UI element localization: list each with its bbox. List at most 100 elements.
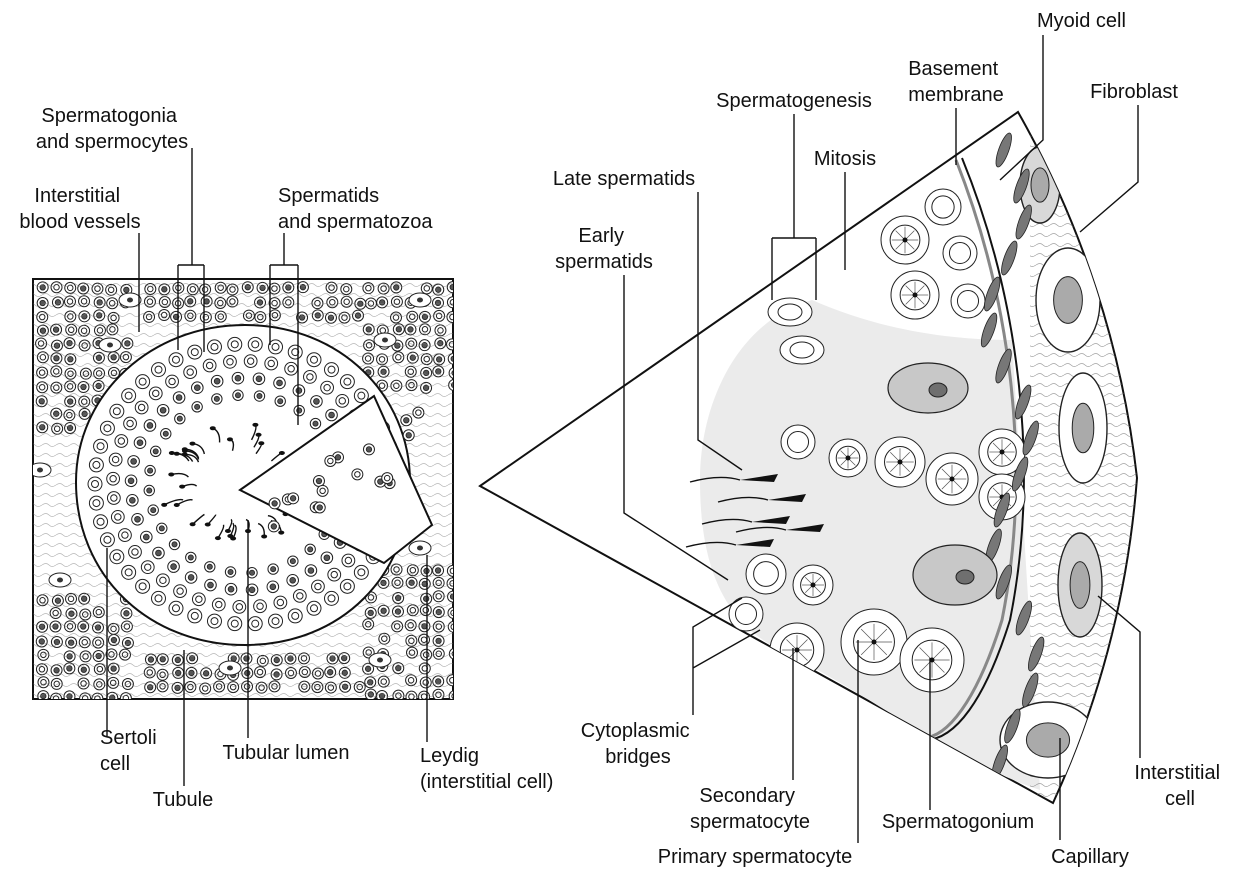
cell-nucleus <box>403 417 410 424</box>
spermatid-tail <box>685 541 737 548</box>
sperm-tail <box>184 453 200 463</box>
basement-membrane-inner <box>919 159 1018 740</box>
sperm-tail <box>171 472 189 478</box>
chromatin-strand <box>873 628 888 643</box>
sperm-tail <box>270 452 283 462</box>
cell-nucleus <box>246 357 255 365</box>
cell-nucleus <box>147 467 154 474</box>
cell-nucleus <box>271 617 280 626</box>
cell-nucleus <box>295 387 303 394</box>
nucleolus <box>929 657 935 663</box>
cell-nucleus <box>354 471 361 478</box>
label-capillary: Capillary <box>1051 846 1129 868</box>
nucleolus <box>912 292 918 298</box>
leader-spermatogonia <box>177 148 205 352</box>
cell-nucleus <box>152 389 160 398</box>
sperm-tail <box>192 513 205 525</box>
myoid-cell <box>1015 600 1032 636</box>
spermatid-tail <box>717 496 769 503</box>
cell-nucleus <box>291 611 300 620</box>
cell-nucleus <box>134 515 141 523</box>
interstitial-nucleus <box>227 665 233 671</box>
nucleolus <box>810 582 816 588</box>
sertoli-nuclei <box>887 362 998 606</box>
leader-spermatids <box>269 233 299 425</box>
cell-nucleus <box>227 585 235 593</box>
cell-nucleus <box>931 195 955 219</box>
cell-nucleus <box>168 377 176 386</box>
cell-nucleus <box>226 358 234 366</box>
interstitial-nucleus <box>1053 276 1083 324</box>
cell-nucleus <box>310 355 319 364</box>
cell-nucleus <box>206 563 213 570</box>
spermatid-nucleus <box>789 341 815 359</box>
myoid-cell <box>1013 168 1030 204</box>
cell-nucleus <box>159 576 167 585</box>
cell-nucleus <box>158 525 165 532</box>
nucleolus <box>794 647 800 653</box>
cell-nucleus <box>150 507 157 514</box>
spermatid-head <box>786 524 824 532</box>
cell-nucleus <box>251 340 260 349</box>
cell-nucleus <box>365 446 373 453</box>
cell-nucleus <box>176 587 184 595</box>
cell-nucleus <box>121 531 129 539</box>
spermatid-nucleus <box>777 303 803 321</box>
cell-nucleus <box>315 477 323 485</box>
cell-nucleus <box>276 598 285 607</box>
cell-nucleus <box>255 375 263 383</box>
cell-nucleus <box>124 391 133 400</box>
cell-nucleus <box>310 604 319 613</box>
label-basement-membrane: Basement membrane <box>908 58 1004 106</box>
cell-nucleus <box>234 374 242 382</box>
cell-nucleus <box>287 365 295 373</box>
cell-nucleus <box>129 497 136 504</box>
sperm-tail <box>229 438 235 451</box>
cell-nucleus <box>130 458 137 465</box>
cell-nucleus <box>328 411 335 419</box>
interstitial-nucleus <box>107 342 113 348</box>
cell-nucleus <box>124 568 133 577</box>
label-leydig: Leydig (interstitial cell) <box>420 745 553 793</box>
label-spermatogonium: Spermatogonium <box>882 811 1034 833</box>
cell-nucleus <box>213 377 221 385</box>
label-spermatids-spermatozoa: Spermatids and spermatozoa <box>278 185 433 233</box>
label-early-spermatids: Early spermatids <box>555 225 653 273</box>
myoid-cell <box>995 564 1012 600</box>
cell-nucleus <box>357 568 366 577</box>
cell-nucleus <box>126 419 134 428</box>
chromatin-strand <box>860 641 875 656</box>
cell-nucleus <box>109 475 117 483</box>
cell-nucleus <box>190 611 199 620</box>
cell-nucleus <box>91 480 99 488</box>
cell-nucleus <box>92 499 101 508</box>
cell-nucleus <box>316 504 323 511</box>
cell-nucleus <box>187 554 194 561</box>
sperm-tail <box>257 522 265 537</box>
cell-nucleus <box>276 379 283 387</box>
seminiferous-epithelium-wedge <box>478 110 1139 805</box>
cell-nucleus <box>235 603 244 611</box>
label-tubule: Tubule <box>153 789 213 811</box>
leader-early-spermatids <box>623 275 729 581</box>
cell-nucleus <box>195 595 203 603</box>
wedge-inset-cells <box>267 406 425 533</box>
cell-nucleus <box>270 566 277 573</box>
cell-nucleus <box>171 355 180 364</box>
sperm-tail <box>192 442 206 455</box>
cell-nucleus <box>296 592 304 600</box>
sperm-tail <box>217 524 225 539</box>
cell-nucleus <box>207 581 214 589</box>
cell-nucleus <box>187 574 195 581</box>
cell-nucleus <box>171 541 178 548</box>
nucleolus <box>845 455 851 461</box>
cell-nucleus <box>312 420 319 427</box>
cell-nucleus <box>956 289 980 313</box>
label-mitosis: Mitosis <box>814 148 876 170</box>
myoid-cell <box>984 276 1001 312</box>
cell-nucleus <box>103 424 112 433</box>
cell-nucleus <box>271 500 278 507</box>
cell-nucleus <box>256 602 264 610</box>
cell-nucleus <box>117 437 126 445</box>
label-fibroblast: Fibroblast <box>1090 81 1178 103</box>
